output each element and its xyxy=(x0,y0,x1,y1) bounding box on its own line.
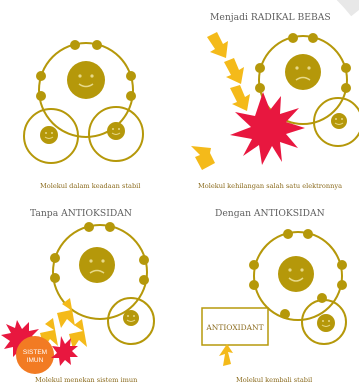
panel-3-caption: Molekul menekan sistem imun xyxy=(35,376,137,384)
panel-1-caption: Molekul dalam keadaan stabil xyxy=(40,182,140,190)
nucleus-small-right xyxy=(107,122,125,140)
nucleus-small-left xyxy=(40,126,58,144)
nucleus-sad xyxy=(285,54,321,90)
nucleus-happy xyxy=(278,256,314,292)
molecule-stable xyxy=(24,43,143,163)
antioxidant-label: ANTIOXIDANT xyxy=(205,323,263,332)
nucleus-sad-2 xyxy=(79,247,115,283)
immune-label-line1: SISTEM xyxy=(23,349,47,356)
antioxidant-arrow-icon xyxy=(219,344,233,366)
nucleus-small-radical xyxy=(331,113,347,129)
nucleus-main xyxy=(67,61,105,99)
panel-3-title: Tanpa ANTIOKSIDAN xyxy=(30,208,132,219)
panel-4-title: Dengan ANTIOKSIDAN xyxy=(215,208,325,219)
immune-label-line2: IMUN xyxy=(27,357,44,364)
nucleus-small-4 xyxy=(317,314,335,332)
panel-2-caption: Molekul kehilangan salah satu elektronny… xyxy=(198,182,342,190)
immune-system-icon xyxy=(1,320,78,374)
nucleus-small-3 xyxy=(123,310,139,326)
molecule-no-antioxidant xyxy=(53,225,154,344)
decorative-arc xyxy=(300,0,359,10)
panel-2-title: Menjadi RADIKAL BEBAS xyxy=(210,12,331,23)
panel-4-caption: Molekul kembali stabil xyxy=(236,376,312,384)
arrows-radical xyxy=(191,32,250,170)
